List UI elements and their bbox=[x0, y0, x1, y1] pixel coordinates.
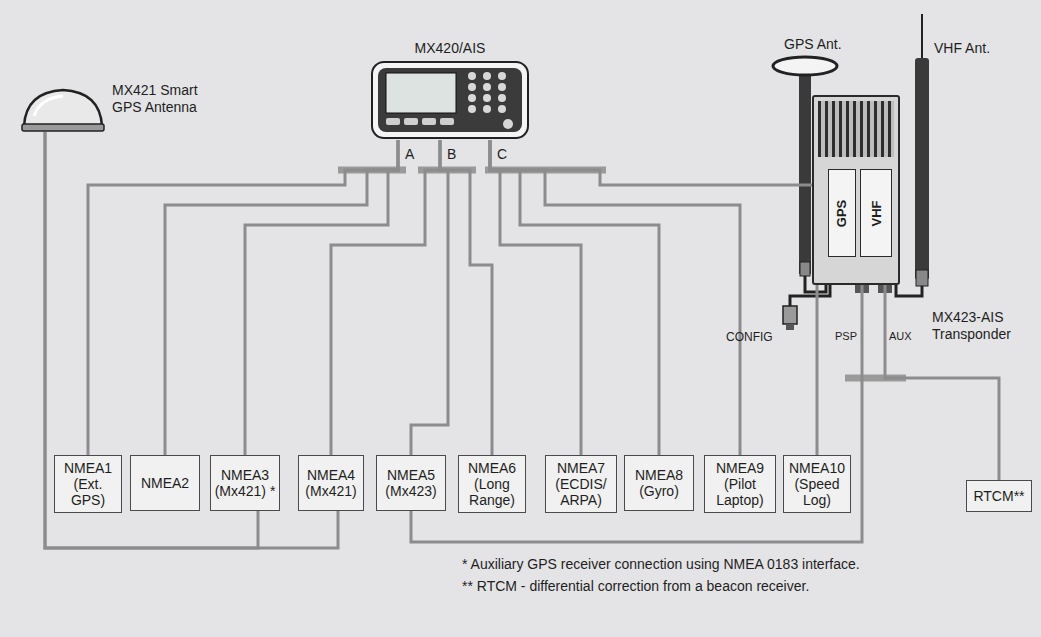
nmea-port-box: NMEA7 (ECDIS/ ARPA) bbox=[545, 455, 617, 513]
nmea-port-box: NMEA4 (Mx421) bbox=[298, 455, 364, 511]
nmea-port-box: NMEA5 (Mx423) bbox=[376, 455, 446, 511]
port-label: NMEA6 (Long Range) bbox=[462, 460, 522, 508]
cable-connector bbox=[440, 140, 492, 455]
module-panel: VHF bbox=[860, 169, 892, 257]
part-label: GPS Ant. bbox=[784, 36, 842, 53]
cable-connector bbox=[45, 132, 338, 548]
transponder-body: GPSVHFMX423-AIS Transponder bbox=[812, 95, 900, 285]
cable-connector bbox=[331, 140, 440, 455]
footnote: ** RTCM - differential correction from a… bbox=[462, 578, 809, 595]
part-label: PSP bbox=[835, 330, 857, 343]
module-panel: GPS bbox=[828, 169, 856, 257]
nmea-port-box: NMEA10 (Speed Log) bbox=[783, 455, 851, 513]
cable-connector bbox=[490, 140, 817, 455]
nmea-port-box: NMEA1 (Ext. GPS) bbox=[54, 455, 122, 513]
device-name: MX423-AIS Transponder bbox=[932, 309, 1036, 343]
port-label: NMEA1 (Ext. GPS) bbox=[58, 460, 118, 508]
vhf-antenna bbox=[896, 14, 929, 296]
port-label: NMEA3 (Mx421) * bbox=[214, 467, 276, 499]
gps-antenna-dome: MX421 Smart GPS Antenna bbox=[20, 86, 106, 132]
cable-connector bbox=[88, 140, 398, 455]
nmea-port-box: NMEA3 (Mx421) * bbox=[210, 455, 280, 511]
module-label: VHF bbox=[869, 200, 884, 226]
antenna-dome-shape bbox=[20, 86, 106, 132]
footnote: * Auxiliary GPS receiver connection usin… bbox=[462, 556, 860, 573]
nmea-port-box: NMEA2 bbox=[130, 455, 200, 511]
nmea-port-box: NMEA6 (Long Range) bbox=[458, 455, 526, 513]
port-letter: C bbox=[497, 146, 507, 163]
correction-source-box: RTCM** bbox=[966, 480, 1032, 512]
port-label: NMEA7 (ECDIS/ ARPA) bbox=[549, 460, 613, 508]
module-label: GPS bbox=[835, 199, 850, 226]
port-label: NMEA5 (Mx423) bbox=[380, 467, 442, 499]
cable-connector bbox=[411, 285, 862, 542]
device-name: MX421 Smart GPS Antenna bbox=[112, 82, 204, 116]
port-letter: B bbox=[447, 146, 456, 163]
port-label: NMEA8 (Gyro) bbox=[628, 467, 690, 499]
nmea-port-box: NMEA9 (Pilot Laptop) bbox=[704, 455, 776, 513]
device-name: MX420/AIS bbox=[370, 40, 530, 57]
cable-connector bbox=[490, 140, 581, 455]
part-label: VHF Ant. bbox=[934, 40, 990, 57]
cable-connector bbox=[245, 140, 398, 455]
cooling-fins bbox=[818, 101, 894, 157]
nmea-port-box: NMEA8 (Gyro) bbox=[624, 455, 694, 511]
cable-connector bbox=[490, 140, 659, 455]
display-unit: MX420/AIS bbox=[370, 40, 530, 140]
port-label: NMEA4 (Mx421) bbox=[302, 467, 360, 499]
port-label: NMEA9 (Pilot Laptop) bbox=[708, 460, 772, 508]
display-unit-shape bbox=[370, 60, 530, 140]
port-label: NMEA10 (Speed Log) bbox=[787, 460, 847, 508]
cable-connector bbox=[165, 140, 398, 455]
config-connector bbox=[783, 285, 830, 330]
port-label: NMEA2 bbox=[141, 475, 189, 491]
part-label: CONFIG bbox=[726, 330, 773, 344]
port-letter: A bbox=[405, 146, 414, 163]
cable-connector bbox=[411, 140, 448, 455]
cable-connector bbox=[490, 140, 740, 455]
part-label: AUX bbox=[889, 330, 912, 343]
port-label: RTCM** bbox=[973, 488, 1024, 504]
